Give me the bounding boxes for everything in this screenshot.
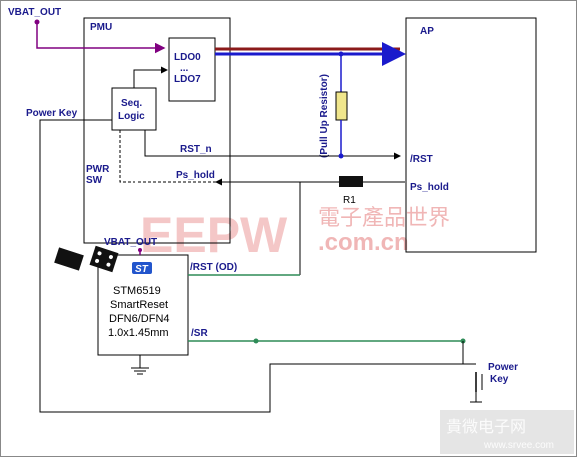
power-key-right-label-2: Key (490, 374, 509, 385)
r1-label: R1 (343, 195, 356, 206)
sr-label: /SR (191, 328, 208, 339)
sw-label: SW (86, 175, 103, 186)
vbat-top-label: VBAT_OUT (8, 7, 61, 18)
rst-n-wire (144, 130, 401, 160)
seq-to-ldo-wire (133, 66, 168, 88)
seq-label: Seq. (121, 98, 142, 109)
chip-line4: 1.0x1.45mm (108, 327, 169, 339)
chip-line2: SmartReset (110, 299, 168, 311)
vbat-chip-label: VBAT_OUT (104, 237, 157, 248)
watermark-com: .com.cn (318, 229, 409, 256)
st-logo-text: ST (135, 264, 149, 275)
pullup-label: (Pull Up Resistor) (319, 74, 330, 158)
ps-hold-right-label: Ps_hold (410, 182, 449, 193)
irst-label: /RST (OD) (190, 262, 237, 273)
ldo0-label: LDO0 (174, 52, 201, 63)
corner-watermark-url: www.srvee.com (483, 440, 554, 451)
watermark-cn: 電子產品世界 (318, 206, 450, 231)
ap-label: AP (420, 26, 434, 37)
watermark: EEPW 電子產品世界 .com.cn (140, 206, 450, 263)
ldo-dots-label: ... (180, 63, 189, 74)
power-key-right-label-1: Power (488, 362, 518, 373)
ldo-block (168, 37, 216, 102)
ldo7-label: LDO7 (174, 74, 201, 85)
pmu-block (83, 17, 231, 244)
power-key-left-label: Power Key (26, 108, 78, 119)
pullup-resistor (335, 91, 348, 121)
chip-line3: DFN6/DFN4 (109, 313, 170, 325)
r1-resistor (339, 176, 363, 187)
power-key-wire (39, 119, 476, 413)
chip-line1: STM6519 (113, 285, 161, 297)
logic-label: Logic (118, 111, 145, 122)
rst-node (338, 153, 344, 159)
ap-block (405, 17, 537, 253)
seq-logic-block (111, 87, 157, 131)
corner-watermark-cn: 貴微电子网 (446, 417, 526, 436)
sr-node-left (253, 338, 259, 344)
ps-hold-dashed-left (119, 130, 135, 183)
pwr-label: PWR (86, 164, 110, 175)
vbat-top-wire (36, 22, 166, 54)
ps-hold-left-label: Ps_hold (176, 170, 215, 181)
pmu-label: PMU (90, 22, 112, 33)
watermark-brand: EEPW (140, 207, 288, 263)
dfn4-package-icon (89, 245, 119, 273)
rst-ap-label: /RST (410, 154, 433, 165)
st-logo-icon (132, 262, 152, 274)
corner-watermark: 貴微电子网 www.srvee.com (440, 410, 574, 454)
stm-chip (97, 254, 189, 356)
dfn6-package-icon (54, 247, 84, 271)
rst-n-label: RST_n (180, 144, 212, 155)
